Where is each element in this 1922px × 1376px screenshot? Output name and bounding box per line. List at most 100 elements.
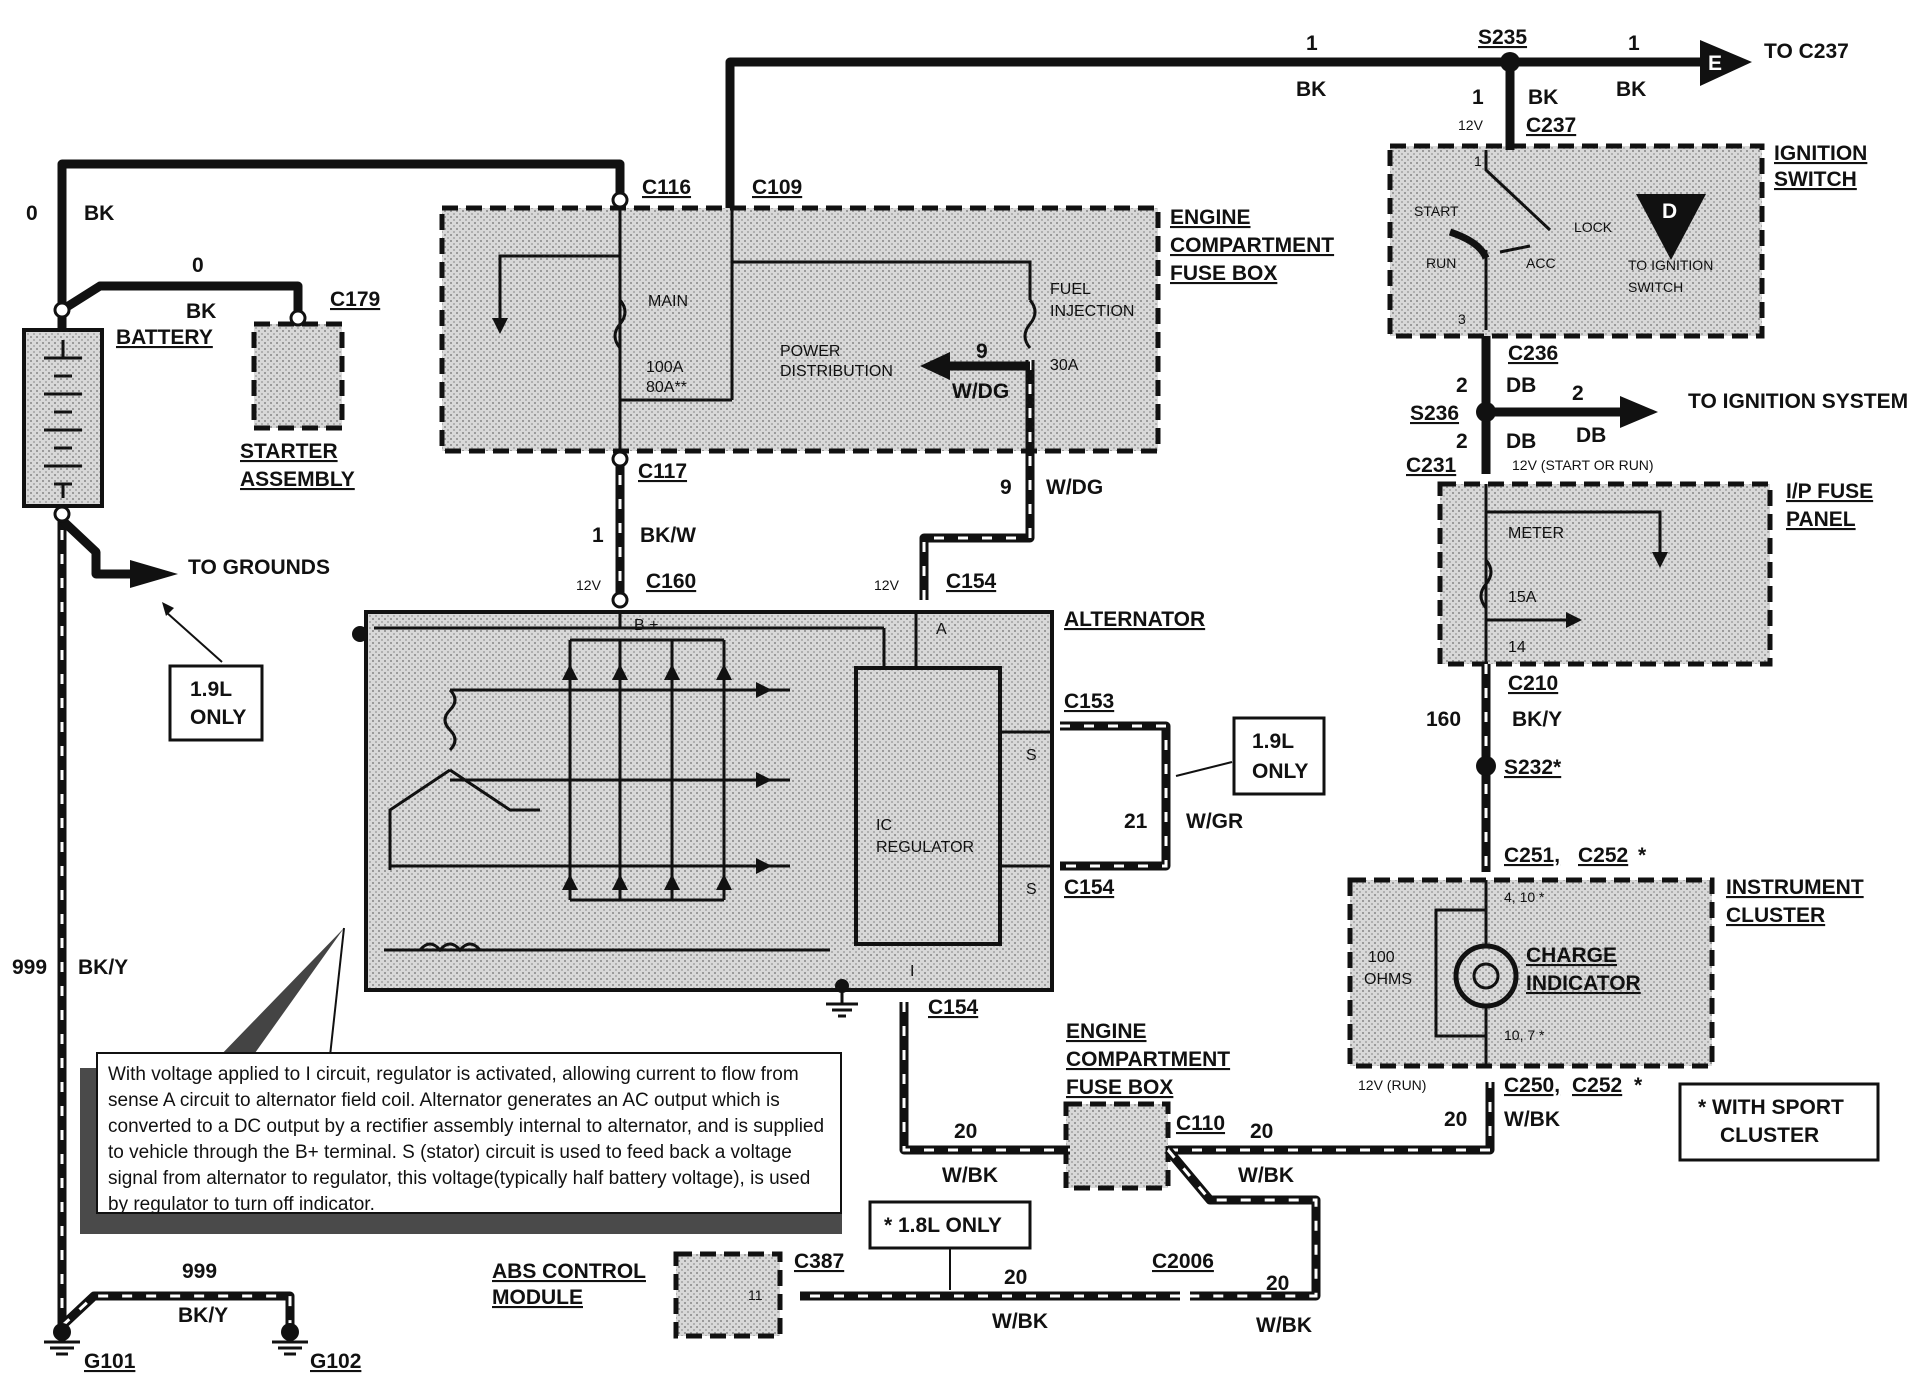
callout-19l-right-2: ONLY xyxy=(1252,760,1308,783)
fuse-box-2-title-2: COMPARTMENT xyxy=(1066,1048,1230,1071)
voltage-c250: 12V (RUN) xyxy=(1358,1077,1426,1093)
wire-fi-wdg: W/DG xyxy=(952,380,1009,403)
instrument-cluster-label-1: INSTRUMENT xyxy=(1726,876,1864,899)
wire-wbk-20d: 20 xyxy=(1004,1266,1027,1289)
callout-19l-left-box xyxy=(168,664,264,742)
callout-19l-right-box xyxy=(1232,716,1326,796)
connector-d-arrow xyxy=(1636,194,1706,260)
ignition-lock-label: LOCK xyxy=(1574,219,1613,235)
wire-db-b: DB xyxy=(1576,424,1606,447)
main-fuse-rating: 100A xyxy=(646,359,684,376)
wire-starter-0: 0 xyxy=(192,254,204,277)
fuse-box-2-outline xyxy=(1063,1101,1171,1191)
instrument-cluster-outline xyxy=(1347,877,1715,1069)
abs-pin-label: 11 xyxy=(748,1287,763,1303)
connector-e-label: E xyxy=(1708,52,1722,75)
s232-label: S232* xyxy=(1504,756,1562,779)
ignition-pin-1: 1 xyxy=(1474,153,1482,169)
wire-left-0: 0 xyxy=(26,202,38,225)
wire-fi-9b: 9 xyxy=(1000,476,1012,499)
wire-gnd-999: 999 xyxy=(12,956,47,979)
fuel-fuse-rating: 30A xyxy=(1050,357,1079,374)
alternator-i-label: I xyxy=(910,963,914,980)
wire-top-1: 1 xyxy=(1306,32,1318,55)
meter-fuse-rating: 15A xyxy=(1508,589,1537,606)
voltage-c237: 12V xyxy=(1458,117,1484,133)
callout-19l-left-1: 1.9L xyxy=(190,678,232,701)
wire-db-2c: 2 xyxy=(1456,430,1468,453)
sport-cluster-2: CLUSTER xyxy=(1720,1124,1819,1147)
meter-fuse-label: METER xyxy=(1508,525,1564,542)
wire-stator-wgr: W/GR xyxy=(1186,810,1243,833)
voltage-c231: 12V (START OR RUN) xyxy=(1512,457,1654,473)
c154-right-label: C154 xyxy=(1064,876,1115,899)
wire-stator-21: 21 xyxy=(1124,810,1148,833)
alternator-a-label: A xyxy=(936,621,947,638)
c387-label: C387 xyxy=(794,1250,844,1273)
wire-bky-160: 160 xyxy=(1426,708,1461,731)
abs-module-label-2: MODULE xyxy=(492,1286,583,1309)
g102-label: G102 xyxy=(310,1350,361,1373)
fuse-box-2-title-1: ENGINE xyxy=(1066,1020,1147,1043)
ip-fuse-panel-label-2: PANEL xyxy=(1786,508,1856,531)
c154-top-label: C154 xyxy=(946,570,997,593)
charge-indicator-label-1: CHARGE xyxy=(1526,944,1617,967)
wire-bky: BK/Y xyxy=(1512,708,1562,731)
c117-label: C117 xyxy=(638,460,687,483)
abs-module-box xyxy=(673,1251,783,1339)
ip-fuse-panel-outline xyxy=(1437,481,1773,667)
ignition-pin-3: 3 xyxy=(1458,311,1466,327)
voltage-c154: 12V xyxy=(874,577,900,593)
alternator-s2-label: S xyxy=(1026,881,1037,898)
c153-label: C153 xyxy=(1064,690,1114,713)
c179-label: C179 xyxy=(330,288,380,311)
wire-starter-bk: BK xyxy=(186,300,216,323)
ignition-start-label: START xyxy=(1414,203,1459,219)
abs-module-label-1: ABS CONTROL xyxy=(492,1260,646,1283)
ic-regulator-label-2: REGULATOR xyxy=(876,839,974,856)
to-ignition-system-label: TO IGNITION SYSTEM xyxy=(1688,390,1908,413)
main-fuse-rating-alt: 80A** xyxy=(646,379,687,396)
cluster-pin-top: 4, 10 * xyxy=(1504,889,1545,905)
callout-19l-left-2: ONLY xyxy=(190,706,246,729)
wire-db-c: DB xyxy=(1506,430,1536,453)
c236-label: C236 xyxy=(1508,342,1558,365)
wire-db-2a: 2 xyxy=(1456,374,1468,397)
power-distribution-label-2: DISTRIBUTION xyxy=(780,363,893,380)
wire-left-bk: BK xyxy=(84,202,114,225)
c252-top-label: C252 xyxy=(1578,844,1628,867)
connector-d-label: D xyxy=(1662,200,1677,223)
ignition-switch-title-2: SWITCH xyxy=(1774,168,1857,191)
starter-label-2: ASSEMBLY xyxy=(240,468,355,491)
ic-regulator-box xyxy=(854,666,1002,946)
ohms-label-2: OHMS xyxy=(1364,971,1412,988)
to-ignition-switch-2: SWITCH xyxy=(1628,279,1683,295)
callout-18l: * 1.8L ONLY xyxy=(884,1214,1002,1237)
wire-wbk-d: W/BK xyxy=(992,1310,1048,1333)
engine-fuse-box-title-1: ENGINE xyxy=(1170,206,1251,229)
alternator-s1-label: S xyxy=(1026,747,1037,764)
c250-label: C250, xyxy=(1504,1074,1560,1097)
wire-g-999: 999 xyxy=(182,1260,217,1283)
starter-box xyxy=(251,321,345,431)
ignition-run-label: RUN xyxy=(1426,255,1456,271)
alternator-bplus-label: B + xyxy=(634,617,658,634)
c252-top-star: * xyxy=(1638,844,1647,867)
g101-label: G101 xyxy=(84,1350,136,1373)
ignition-switch-outline xyxy=(1387,143,1765,339)
wire-wbk-e: W/BK xyxy=(1256,1314,1312,1337)
s235-label: S235 xyxy=(1478,26,1527,49)
ip-fuse-panel-label-1: I/P FUSE xyxy=(1786,480,1873,503)
wire-wbk-20e: 20 xyxy=(1266,1272,1289,1295)
power-distribution-label-1: POWER xyxy=(780,343,840,360)
c109-label: C109 xyxy=(752,176,802,199)
fuse-box-2-title-3: FUSE BOX xyxy=(1066,1076,1173,1099)
wire-gnd-bky: BK/Y xyxy=(78,956,128,979)
charge-indicator-label-2: INDICATOR xyxy=(1526,972,1641,995)
ignition-acc-label: ACC xyxy=(1526,255,1556,271)
engine-fuse-box-outline xyxy=(439,205,1161,454)
s236-label: S236 xyxy=(1410,402,1459,425)
wire-wbk-20a: 20 xyxy=(954,1120,977,1143)
wire-alt-bkw: BK/W xyxy=(640,524,696,547)
